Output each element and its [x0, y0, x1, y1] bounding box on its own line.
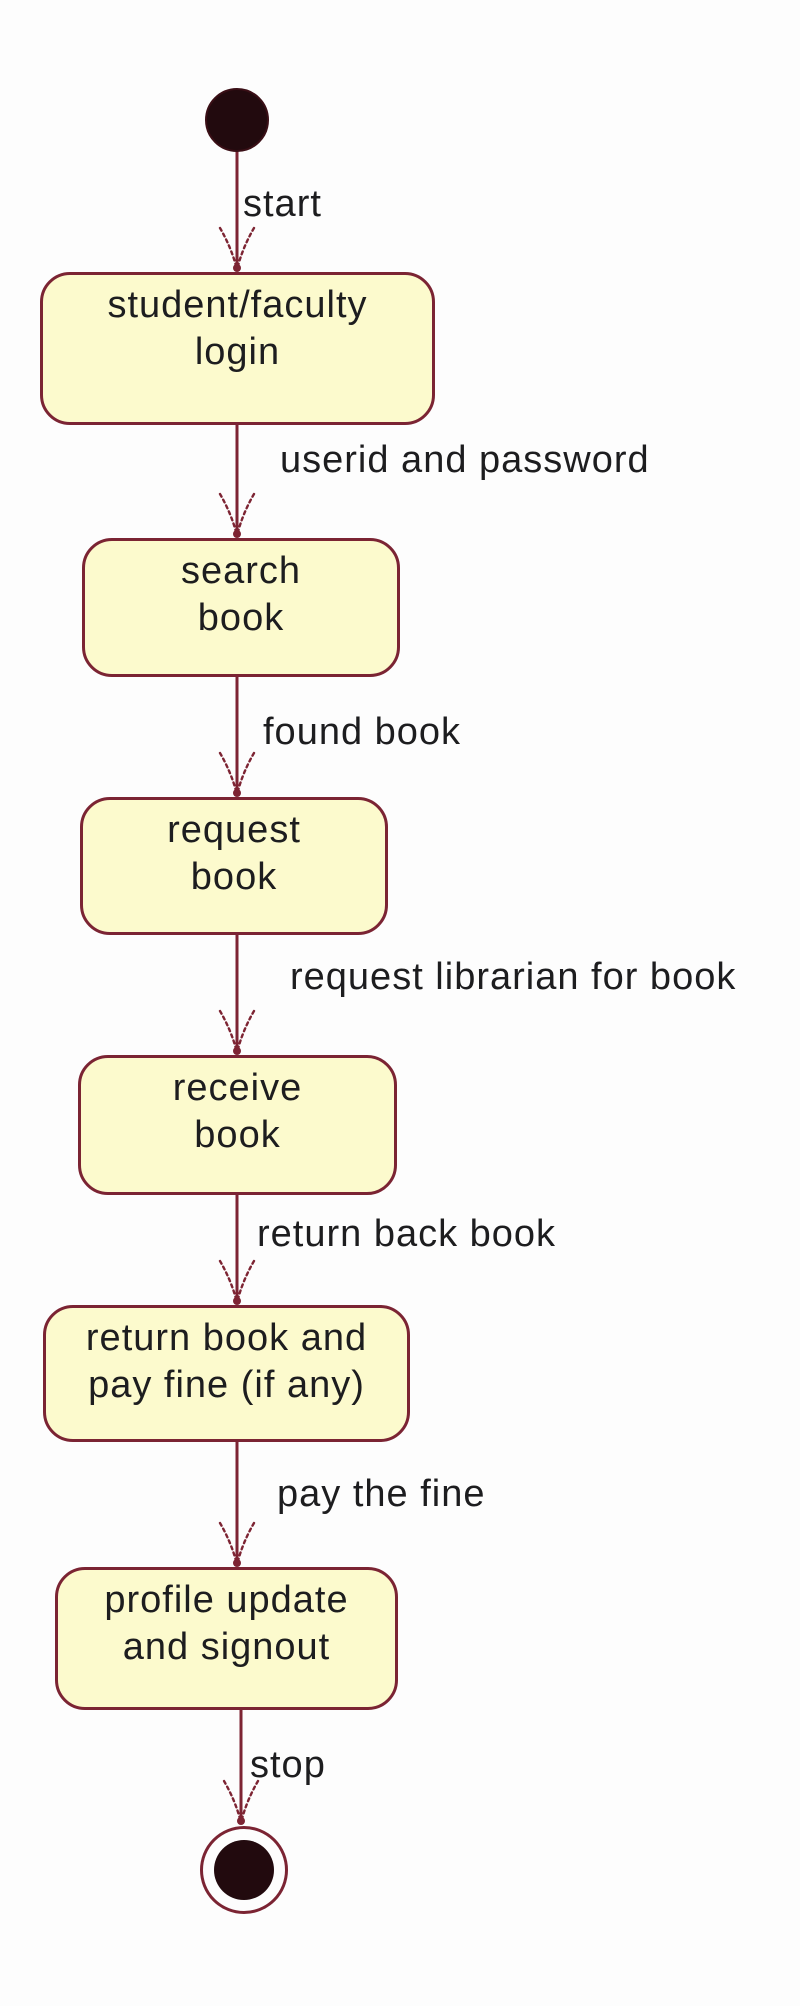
state-node-login: student/faculty login	[40, 272, 435, 425]
state-label: profile update and signout	[104, 1579, 349, 1668]
arrowhead-icon	[218, 1521, 256, 1567]
transition-label-found-book: found book	[263, 711, 462, 753]
transition-label-stop: stop	[250, 1744, 326, 1786]
final-state-node	[200, 1826, 288, 1914]
arrowhead-icon	[222, 1779, 260, 1825]
arrowhead-icon	[218, 1009, 256, 1055]
final-state-core	[214, 1840, 274, 1900]
state-node-search-book: search book	[82, 538, 400, 677]
state-node-return-book: return book and pay fine (if any)	[43, 1305, 410, 1442]
state-node-request-book: request book	[80, 797, 388, 935]
state-label: return book and pay fine (if any)	[85, 1317, 368, 1406]
state-label: receive book	[172, 1067, 303, 1156]
state-node-profile-update: profile update and signout	[55, 1567, 398, 1710]
arrowhead-icon	[218, 1259, 256, 1305]
transition-label-start: start	[243, 183, 322, 225]
arrowhead-icon	[218, 492, 256, 538]
state-label: student/faculty login	[107, 284, 368, 373]
transition-label-return-back-book: return back book	[257, 1213, 557, 1255]
transition-label-request-librarian: request librarian for book	[290, 956, 737, 998]
transition-label-userid-password: userid and password	[280, 439, 650, 481]
state-label: search book	[180, 550, 302, 639]
arrowhead-icon	[218, 751, 256, 797]
transition-label-pay-the-fine: pay the fine	[277, 1473, 486, 1515]
arrowhead-icon	[218, 226, 256, 272]
state-label: request book	[167, 809, 301, 898]
initial-state-node	[205, 88, 269, 152]
state-node-receive-book: receive book	[78, 1055, 397, 1195]
